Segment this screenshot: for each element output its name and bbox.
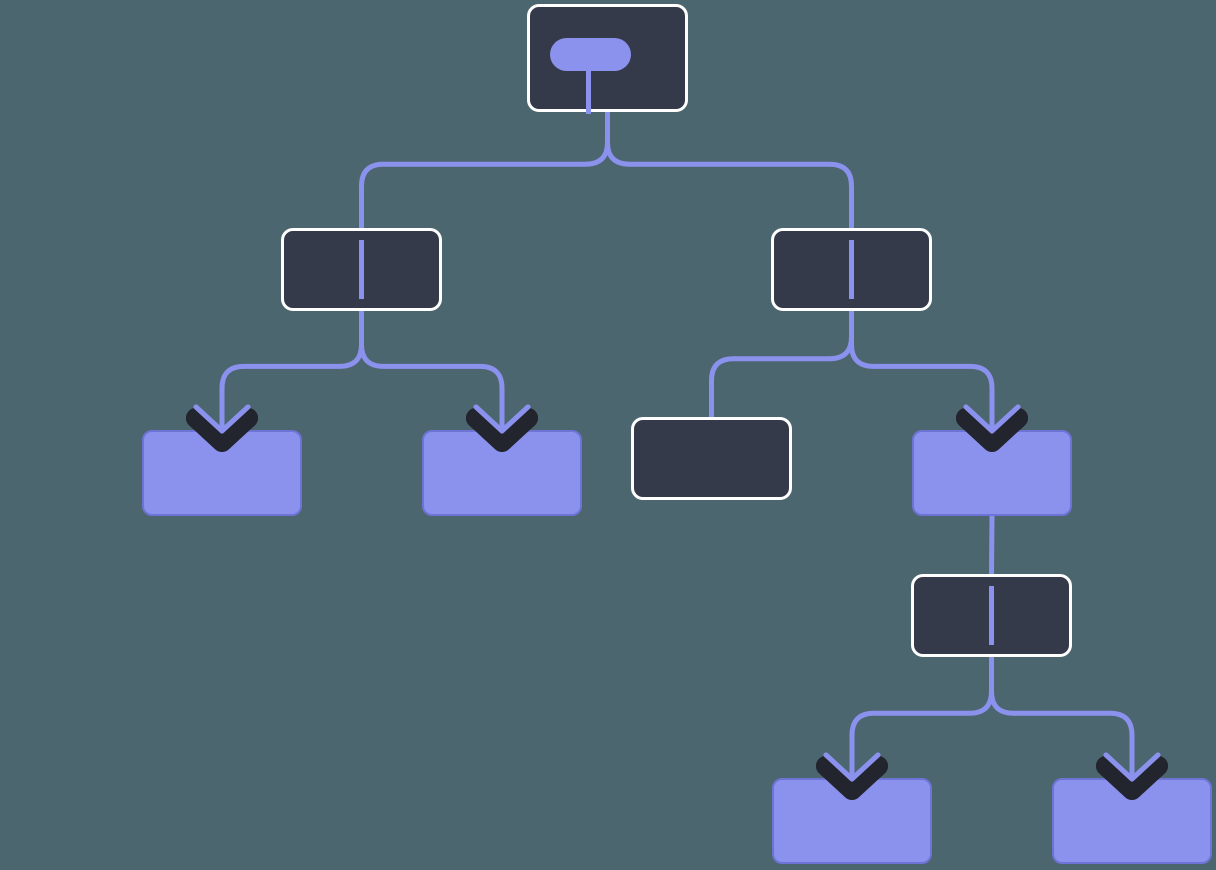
branch-node-left[interactable] xyxy=(281,228,442,311)
node-through-line xyxy=(989,586,994,645)
node-through-line xyxy=(849,240,854,299)
root-pill-stem xyxy=(585,63,591,115)
leaf-node-2[interactable] xyxy=(422,430,582,516)
edge-child-purple-to-sub-branch xyxy=(989,515,995,575)
root-node[interactable] xyxy=(527,4,688,115)
child-node-purple[interactable] xyxy=(912,430,1072,516)
branch-node-right[interactable] xyxy=(771,228,932,311)
leaf-node-3[interactable] xyxy=(772,778,932,864)
leaf-node-1[interactable] xyxy=(142,430,302,516)
leaf-node-4[interactable] xyxy=(1052,778,1212,864)
sub-branch-node[interactable] xyxy=(911,574,1072,657)
child-node-dark[interactable] xyxy=(631,417,792,500)
node-through-line xyxy=(359,240,364,299)
